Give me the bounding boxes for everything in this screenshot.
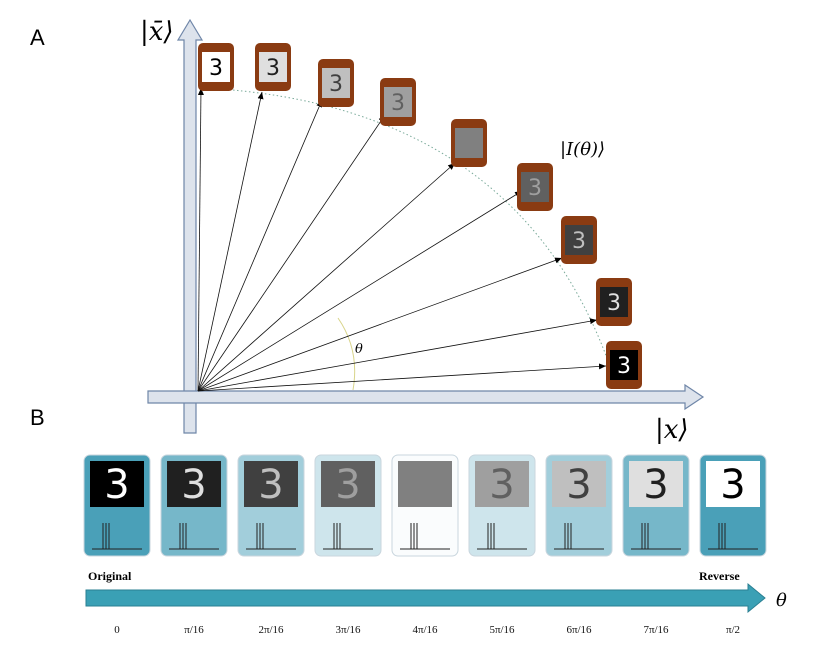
panel-a-axes xyxy=(147,18,705,434)
state-vector xyxy=(197,162,456,392)
card-digit: 3 xyxy=(335,462,360,508)
rotation-frame: 3 xyxy=(255,43,291,91)
rotation-frame: 3 xyxy=(606,341,642,389)
frame-digit: 3 xyxy=(617,354,631,379)
sequence-card: 3 xyxy=(545,454,613,557)
angle-tick-label: 7π/16 xyxy=(643,624,669,636)
rotation-frame: 3 xyxy=(517,163,553,211)
card-image xyxy=(706,461,760,507)
frame-digit: 3 xyxy=(572,229,586,254)
angle-tick-labels: 0 π/16 2π/16 3π/16 4π/16 5π/16 6π/16 7π/16 π/2 xyxy=(114,624,740,636)
card-image xyxy=(552,461,606,507)
frame-image xyxy=(521,172,549,202)
frame-image xyxy=(455,128,483,158)
sequence-card: 3 xyxy=(622,454,690,557)
curve-label: |I(θ)⟩ xyxy=(560,139,605,160)
angle-tick-label: 6π/16 xyxy=(566,624,592,636)
card-digit: 3 xyxy=(720,462,745,508)
angle-tick-label: 0 xyxy=(114,624,120,636)
frame-image xyxy=(202,52,230,82)
panel-b-letter: B xyxy=(30,405,45,430)
card-digit: 3 xyxy=(643,462,668,508)
frame-image xyxy=(322,68,350,98)
sequence-cards: 3 3 3 3 3 3 3 3 xyxy=(83,454,767,557)
rotation-frame: 3 xyxy=(596,278,632,326)
rotation-frame xyxy=(451,119,487,167)
card-digit: 3 xyxy=(104,462,129,508)
x-axis-label: |x⟩ xyxy=(655,415,689,445)
state-vector xyxy=(197,114,386,392)
frame-digit: 3 xyxy=(266,56,280,81)
sequence-card: 3 xyxy=(699,454,767,557)
rotation-frames: 3 3 3 3 3 3 3 3 xyxy=(198,43,642,389)
rotation-frame: 3 xyxy=(380,78,416,126)
card-image xyxy=(629,461,683,507)
angle-tick-label: 2π/16 xyxy=(258,624,284,636)
rotation-frame: 3 xyxy=(318,59,354,107)
state-vector xyxy=(197,363,607,392)
angle-arc xyxy=(337,317,356,391)
y-axis-arrow xyxy=(176,18,204,434)
sequence-card: 3 xyxy=(468,454,536,557)
frame-image xyxy=(259,52,287,82)
state-vector xyxy=(197,99,323,392)
angle-tick-label: 3π/16 xyxy=(335,624,361,636)
frame-digit: 3 xyxy=(391,91,405,116)
frame-digit: 3 xyxy=(607,291,621,316)
panel-a-letter: A xyxy=(30,25,45,50)
card-digit: 3 xyxy=(258,462,283,508)
card-digit: 3 xyxy=(489,462,514,508)
angle-tick-label: π/16 xyxy=(184,624,204,636)
end-label: Reverse xyxy=(699,569,740,583)
angle-tick-label: 4π/16 xyxy=(412,624,438,636)
frame-image xyxy=(610,350,638,380)
theta-axis-arrow xyxy=(85,582,766,614)
card-image xyxy=(167,461,221,507)
frame-image xyxy=(384,87,412,117)
sequence-card xyxy=(391,454,459,557)
rotation-frame: 3 xyxy=(198,43,234,91)
card-image xyxy=(398,461,452,507)
angle-label: θ xyxy=(355,342,363,357)
rotation-frame: 3 xyxy=(561,216,597,264)
state-vector xyxy=(197,257,563,392)
frame-digit: 3 xyxy=(209,56,223,81)
card-digit: 3 xyxy=(181,462,206,508)
card-digit: 3 xyxy=(566,462,591,508)
frame-digit: 3 xyxy=(329,72,343,97)
frame-image xyxy=(565,225,593,255)
frame-image xyxy=(600,287,628,317)
card-image xyxy=(244,461,298,507)
state-arc xyxy=(204,87,613,373)
frame-digit: 3 xyxy=(528,176,542,201)
state-vector xyxy=(197,87,204,392)
x-axis-arrow xyxy=(147,383,705,411)
card-image xyxy=(321,461,375,507)
card-image xyxy=(90,461,144,507)
y-axis-label: |x̄⟩ xyxy=(140,17,174,47)
card-image xyxy=(475,461,529,507)
state-vectors xyxy=(197,87,607,392)
sequence-card: 3 xyxy=(314,454,382,557)
theta-axis-label: θ xyxy=(776,590,787,611)
sequence-card: 3 xyxy=(160,454,228,557)
sequence-card: 3 xyxy=(237,454,305,557)
state-vector xyxy=(197,318,598,392)
angle-tick-label: π/2 xyxy=(726,624,740,636)
angle-tick-label: 5π/16 xyxy=(489,624,515,636)
sequence-card: 3 xyxy=(83,454,151,557)
state-vector xyxy=(197,190,523,392)
state-vector xyxy=(197,91,264,392)
start-label: Original xyxy=(88,569,132,583)
